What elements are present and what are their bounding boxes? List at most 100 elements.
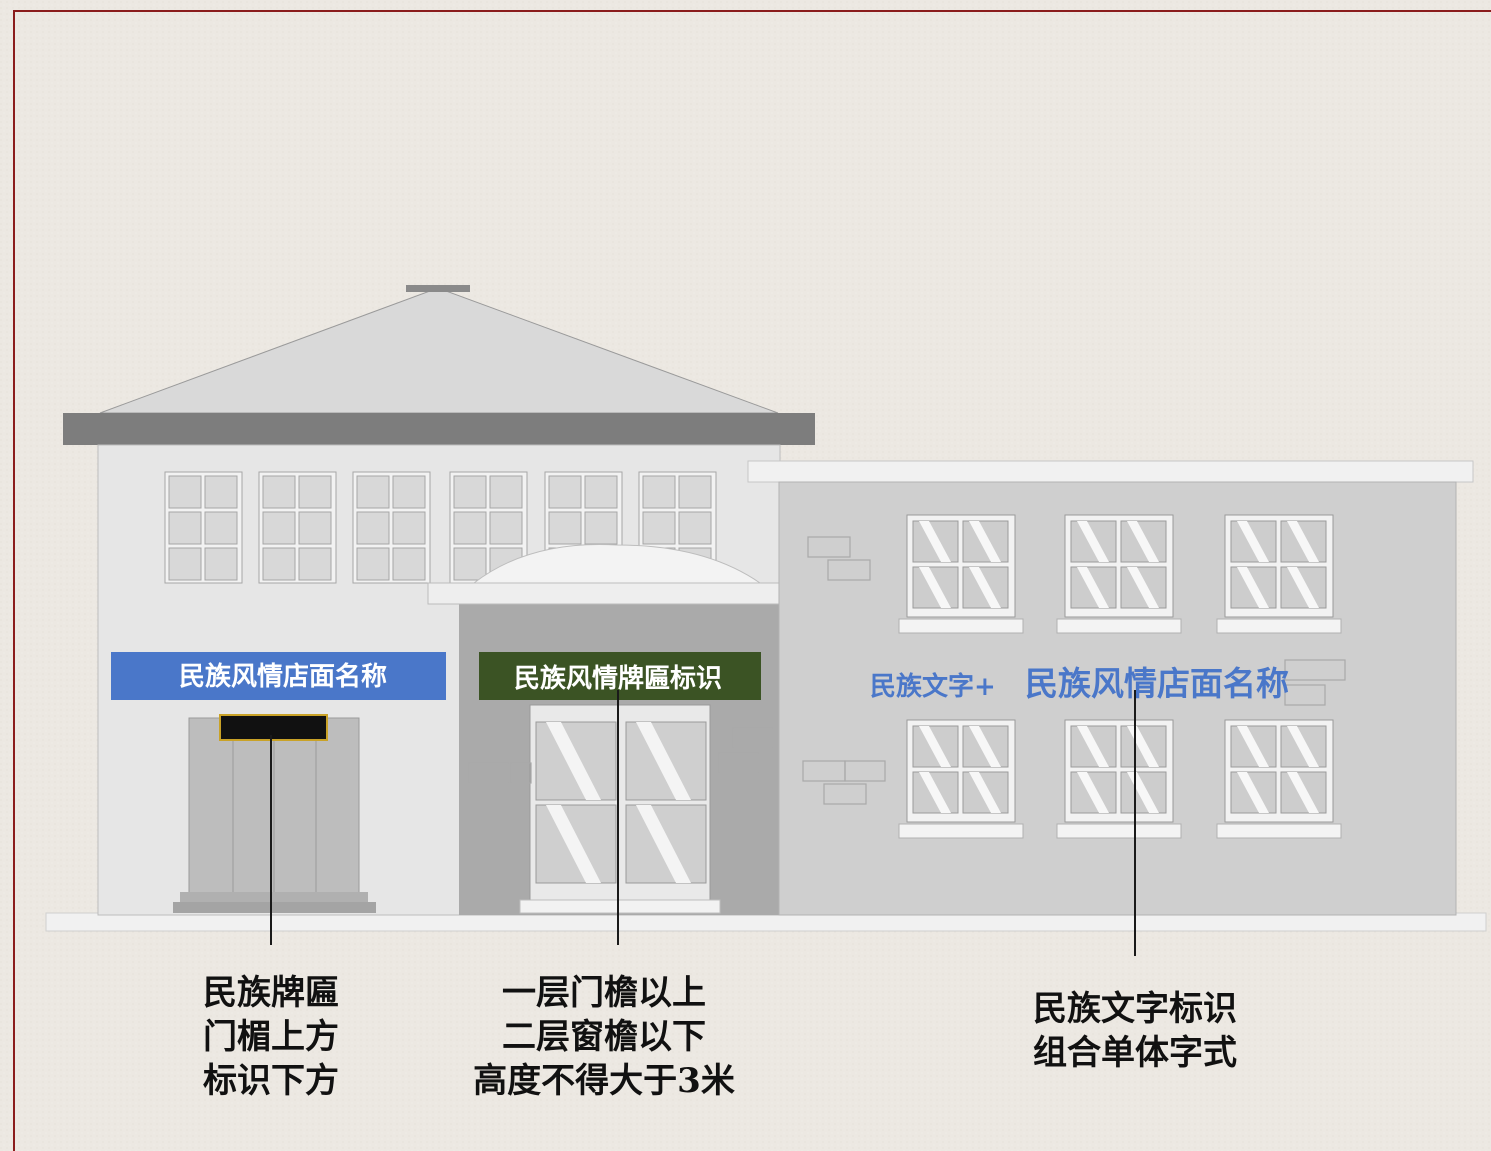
wall-brick [510, 762, 532, 784]
upper-window-pane [392, 511, 426, 545]
upper-window-pane [168, 547, 202, 581]
glass-reflection [1077, 772, 1109, 813]
entrance-canopy [427, 582, 780, 605]
glass-reflection [636, 722, 691, 800]
wall-brick [1284, 659, 1346, 681]
glass-reflection [1077, 567, 1109, 608]
upper-window-pane [453, 511, 487, 545]
wall-brick [1284, 684, 1326, 706]
window-sill [1216, 618, 1342, 634]
glass-reflection [1287, 772, 1319, 813]
upper-window-pane [548, 475, 582, 509]
right-roof-slab [747, 460, 1474, 483]
roof-ridge-cap [406, 285, 470, 292]
upper-window-pane [489, 475, 523, 509]
upper-window-pane [678, 511, 712, 545]
upper-window-pane [392, 475, 426, 509]
glass-reflection [1237, 567, 1269, 608]
upper-window-pane [356, 547, 390, 581]
upper-window-pane [584, 475, 618, 509]
annotation-middle: 一层门檐以上 二层窗檐以下 高度不得大于3米 [473, 973, 735, 1101]
annotation-middle-line: 高度不得大于3米 [473, 1061, 735, 1101]
upper-window-pane [262, 511, 296, 545]
upper-window-pane [204, 547, 238, 581]
glass-reflection [969, 521, 1001, 562]
annotation-left: 民族牌匾 门楣上方 标识下方 [203, 973, 339, 1101]
glass-reflection [919, 567, 951, 608]
glass-reflection [969, 567, 1001, 608]
upper-window-pane [453, 547, 487, 581]
upper-window-pane [548, 511, 582, 545]
glass-reflection [919, 726, 951, 767]
glass-reflection [1127, 521, 1159, 562]
wall-brick [827, 559, 871, 581]
annotation-right-line: 民族文字标识 [1033, 989, 1237, 1029]
glass-reflection [636, 805, 691, 883]
annotation-right-line: 组合单体字式 [1033, 1033, 1237, 1073]
glass-reflection [969, 726, 1001, 767]
glass-reflection [1287, 521, 1319, 562]
upper-window-pane [453, 475, 487, 509]
wall-brick [844, 760, 886, 782]
right-window-grid [898, 514, 1342, 839]
upper-window-pane [584, 511, 618, 545]
middle-door-step [519, 899, 721, 914]
roof-eave [63, 413, 815, 445]
upper-window-pane [356, 511, 390, 545]
glass-reflection [1287, 726, 1319, 767]
annotation-right: 民族文字标识 组合单体字式 [1033, 989, 1237, 1073]
right-window-pane [1070, 566, 1117, 609]
entrance-dome [472, 544, 762, 584]
entrance-bricks [468, 727, 774, 784]
glass-reflection [919, 521, 951, 562]
upper-window-pane [642, 511, 676, 545]
wall-brick [807, 536, 851, 558]
upper-window-pane [298, 547, 332, 581]
annotation-left-line: 标识下方 [203, 1061, 339, 1101]
upper-window-pane [262, 475, 296, 509]
upper-window-pane [204, 475, 238, 509]
annotation-middle-line: 一层门檐以上 [502, 973, 706, 1013]
upper-window-pane [489, 511, 523, 545]
right-window-pane [1280, 566, 1327, 609]
ground-strip [45, 912, 1487, 932]
right-building [747, 460, 1474, 916]
upper-window-pane [204, 511, 238, 545]
annotation-left-line: 民族牌匾 [203, 973, 339, 1013]
upper-window-pane [298, 475, 332, 509]
right-window-pane [912, 566, 959, 609]
glass-reflection [1077, 521, 1109, 562]
left-door-step [173, 902, 376, 913]
right-sign-main: 民族风情店面名称 [1025, 664, 1289, 703]
middle-sign-panel [479, 652, 761, 700]
glass-reflection [1127, 567, 1159, 608]
glass-reflection [1237, 726, 1269, 767]
upper-window-pane [642, 475, 676, 509]
right-sign-prefix: 民族文字+ [870, 671, 996, 702]
wall-brick [468, 762, 510, 784]
left-sign-panel [111, 652, 446, 700]
glass-reflection [1287, 567, 1319, 608]
page-frame [13, 10, 1491, 1151]
glass-reflection [1237, 772, 1269, 813]
wall-brick [718, 752, 760, 774]
annotation-left-line: 门楣上方 [203, 1017, 339, 1057]
wall-brick [732, 727, 774, 749]
glass-reflection [969, 772, 1001, 813]
wall-brick [823, 783, 867, 805]
left-sign-text: 民族风情店面名称 [179, 661, 387, 692]
upper-window-pane [392, 547, 426, 581]
upper-window-pane [356, 475, 390, 509]
annotation-middle-line: 二层窗檐以下 [502, 1017, 706, 1057]
glass-reflection [919, 772, 951, 813]
left-door-step [180, 892, 368, 902]
glass-reflection [1237, 521, 1269, 562]
window-sill [898, 618, 1024, 634]
upper-window-pane [678, 475, 712, 509]
right-bricks [802, 536, 1346, 805]
window-sill [898, 823, 1024, 839]
glass-reflection [1077, 726, 1109, 767]
upper-window-row [164, 471, 717, 584]
middle-door-glass [535, 721, 707, 884]
